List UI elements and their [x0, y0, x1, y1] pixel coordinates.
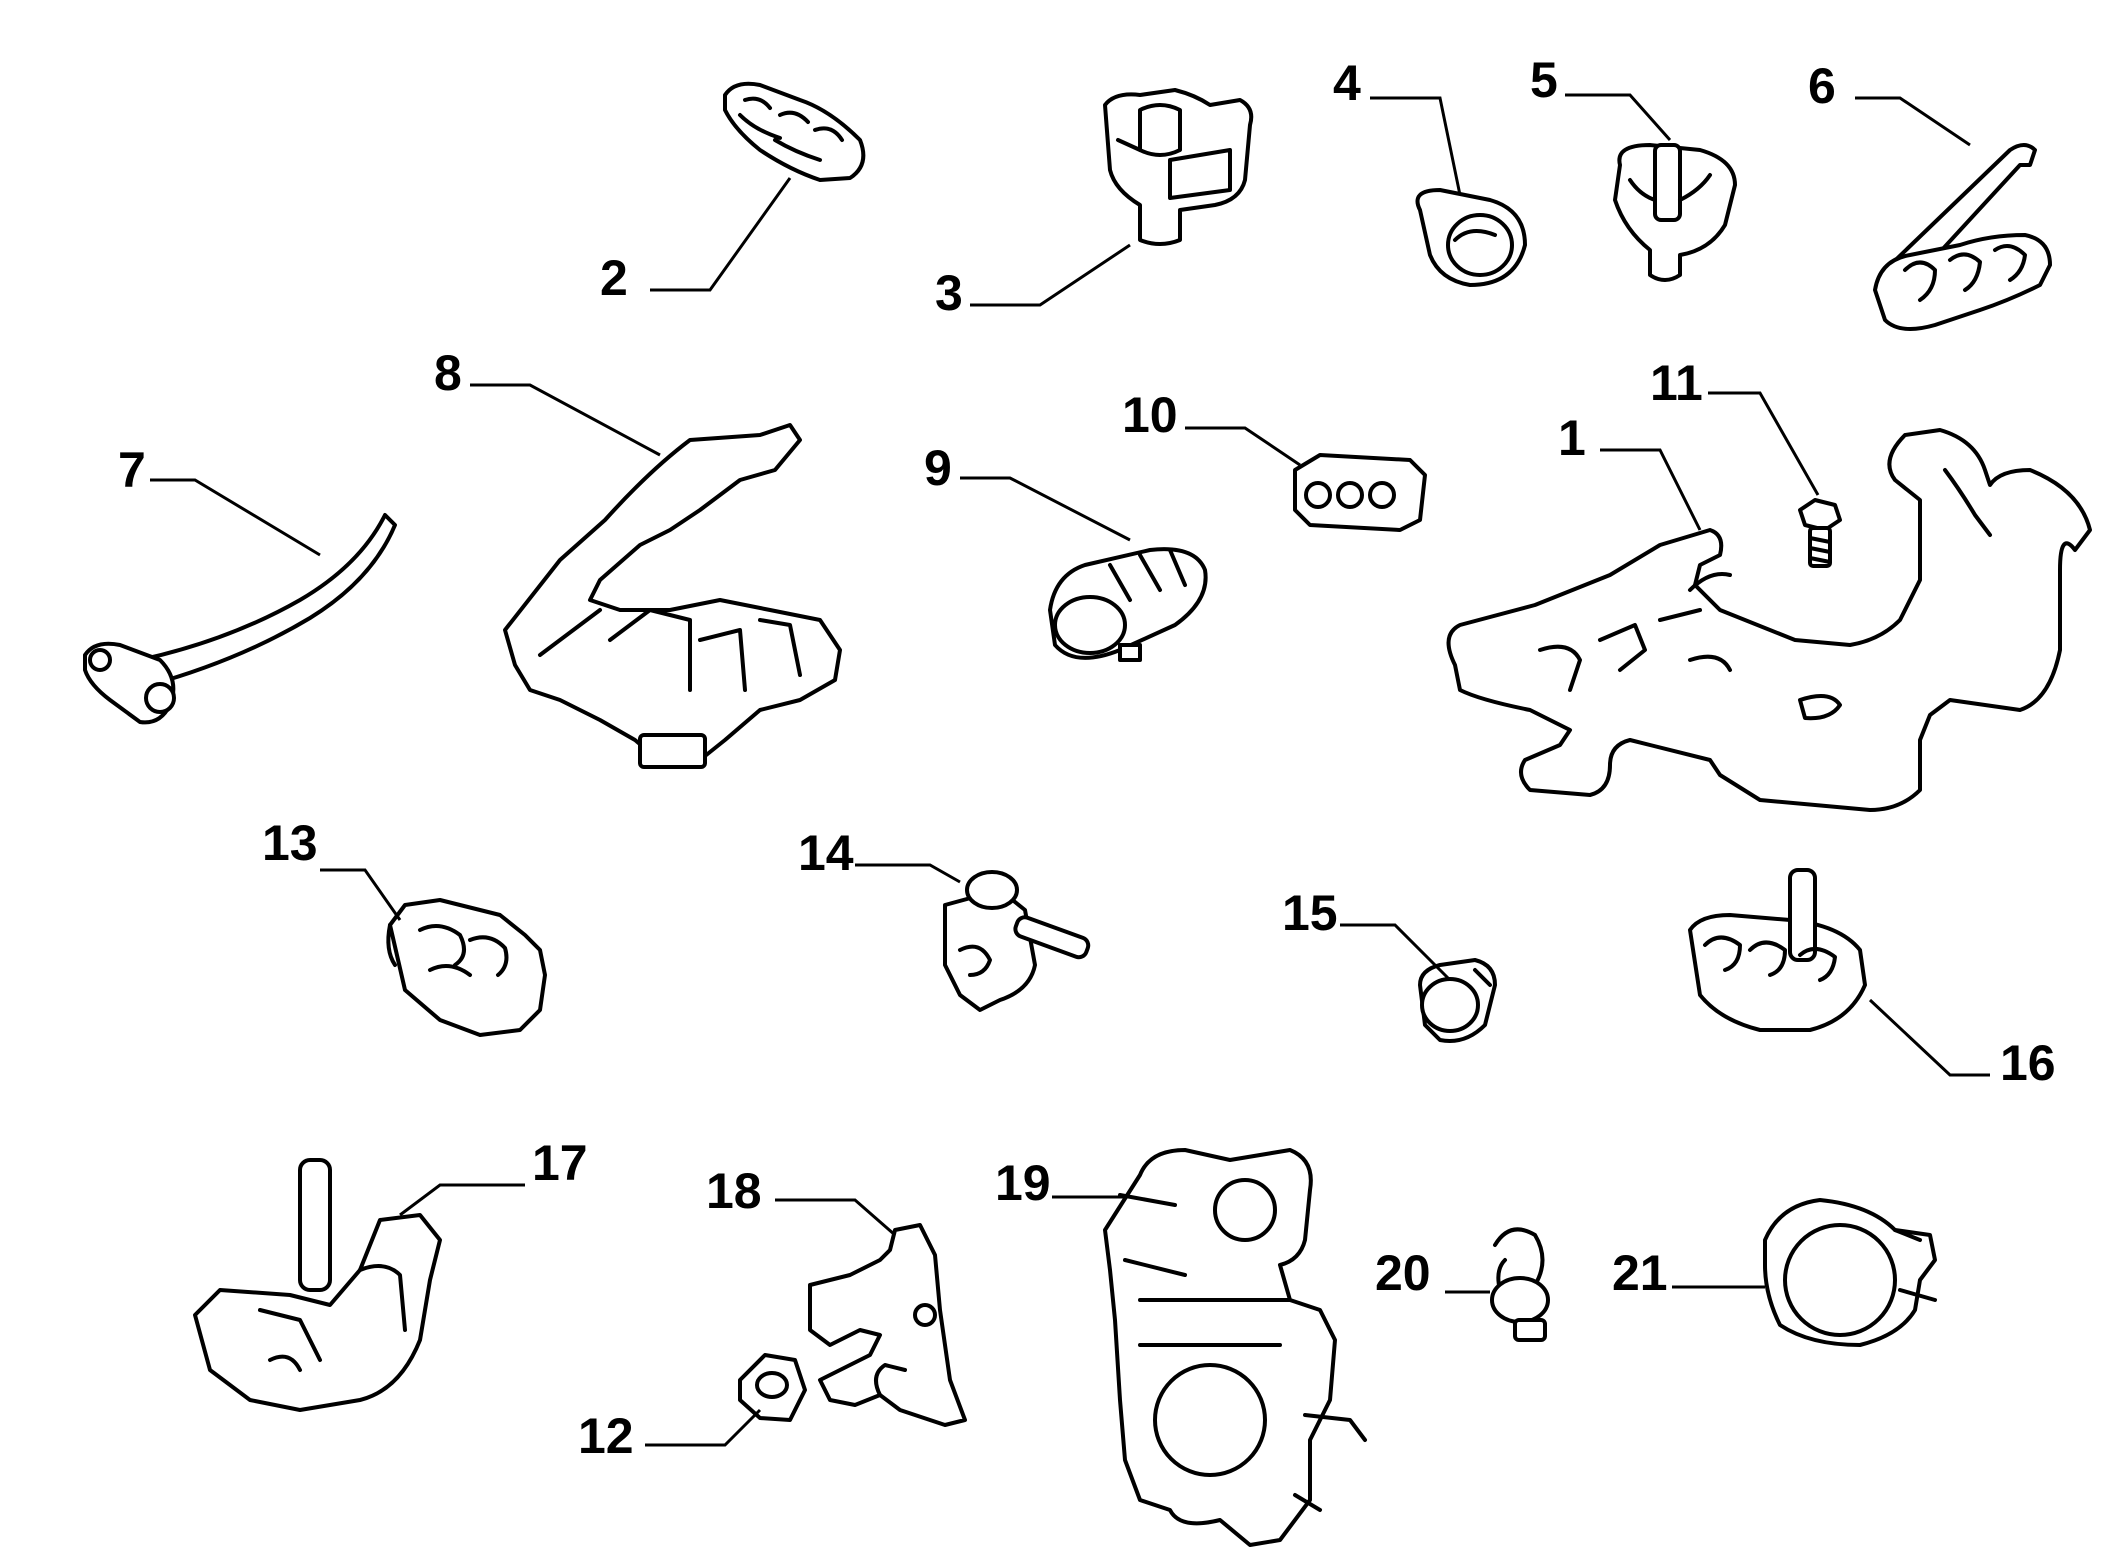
label-1: 1 — [1558, 410, 1586, 466]
part-20-hook-clip — [1490, 1227, 1550, 1342]
label-17: 17 — [532, 1135, 588, 1191]
leader-2: 2 — [600, 177, 792, 306]
leader-10: 10 — [1122, 387, 1301, 467]
label-5: 5 — [1530, 52, 1558, 108]
part-9-twin-clip — [1048, 547, 1208, 662]
leader-6: 6 — [1808, 58, 1971, 147]
leader-9: 9 — [924, 440, 1131, 542]
leader-18: 18 — [706, 1163, 896, 1237]
part-11-bolt — [1798, 498, 1842, 568]
leader-3: 3 — [935, 243, 1131, 321]
leader-4: 4 — [1333, 55, 1462, 196]
label-7: 7 — [118, 442, 146, 498]
label-8: 8 — [434, 345, 462, 401]
leader-16: 16 — [1868, 998, 2056, 1091]
leader-5: 5 — [1530, 52, 1672, 141]
part-7-cable-tie — [83, 513, 397, 725]
part-1-main-bracket — [1446, 428, 2092, 812]
label-21: 21 — [1612, 1245, 1668, 1301]
leader-15: 15 — [1282, 885, 1452, 982]
part-13-cable-holder — [386, 898, 547, 1037]
label-2: 2 — [600, 250, 628, 306]
part-6-hook-clip — [1873, 143, 2052, 331]
leader-8: 8 — [434, 345, 661, 457]
part-4-plug — [1415, 188, 1527, 287]
label-11: 11 — [1650, 355, 1703, 411]
leader-14: 14 — [798, 825, 961, 884]
part-15-push-clip — [1418, 958, 1497, 1043]
label-12: 12 — [578, 1408, 634, 1464]
leader-19: 19 — [995, 1155, 1130, 1211]
label-6: 6 — [1808, 58, 1836, 114]
leader-12: 12 — [578, 1408, 762, 1464]
part-5-pin-clip — [1613, 143, 1737, 282]
part-10-triple-holder — [1293, 453, 1427, 532]
label-3: 3 — [935, 265, 963, 321]
part-12-nut — [738, 1353, 807, 1422]
part-18-bracket-plate — [808, 1223, 967, 1427]
part-2-triple-clip — [723, 81, 866, 182]
leader-17: 17 — [399, 1135, 588, 1217]
label-18: 18 — [706, 1163, 762, 1219]
leader-20: 20 — [1375, 1245, 1490, 1301]
label-13: 13 — [262, 815, 318, 871]
label-14: 14 — [798, 825, 854, 881]
label-20: 20 — [1375, 1245, 1431, 1301]
part-14-pin-clip — [943, 870, 1091, 1012]
part-21-ring-clamp — [1763, 1198, 1937, 1347]
label-4: 4 — [1333, 55, 1361, 111]
part-16-multi-holder — [1688, 868, 1867, 1032]
part-8-bracket — [503, 423, 842, 769]
label-15: 15 — [1282, 885, 1338, 941]
leader-13: 13 — [262, 815, 402, 921]
leader-7: 7 — [118, 442, 321, 557]
label-16: 16 — [2000, 1035, 2056, 1091]
label-19: 19 — [995, 1155, 1051, 1211]
part-19-clip-housing — [1103, 1148, 1367, 1547]
leader-1: 1 — [1558, 410, 1702, 531]
part-17-stud-clip — [193, 1158, 442, 1412]
leader-11: 11 — [1650, 355, 1820, 496]
label-9: 9 — [924, 440, 952, 496]
leader-21: 21 — [1612, 1245, 1765, 1301]
label-10: 10 — [1122, 387, 1178, 443]
part-3-tube-clip — [1103, 88, 1254, 246]
